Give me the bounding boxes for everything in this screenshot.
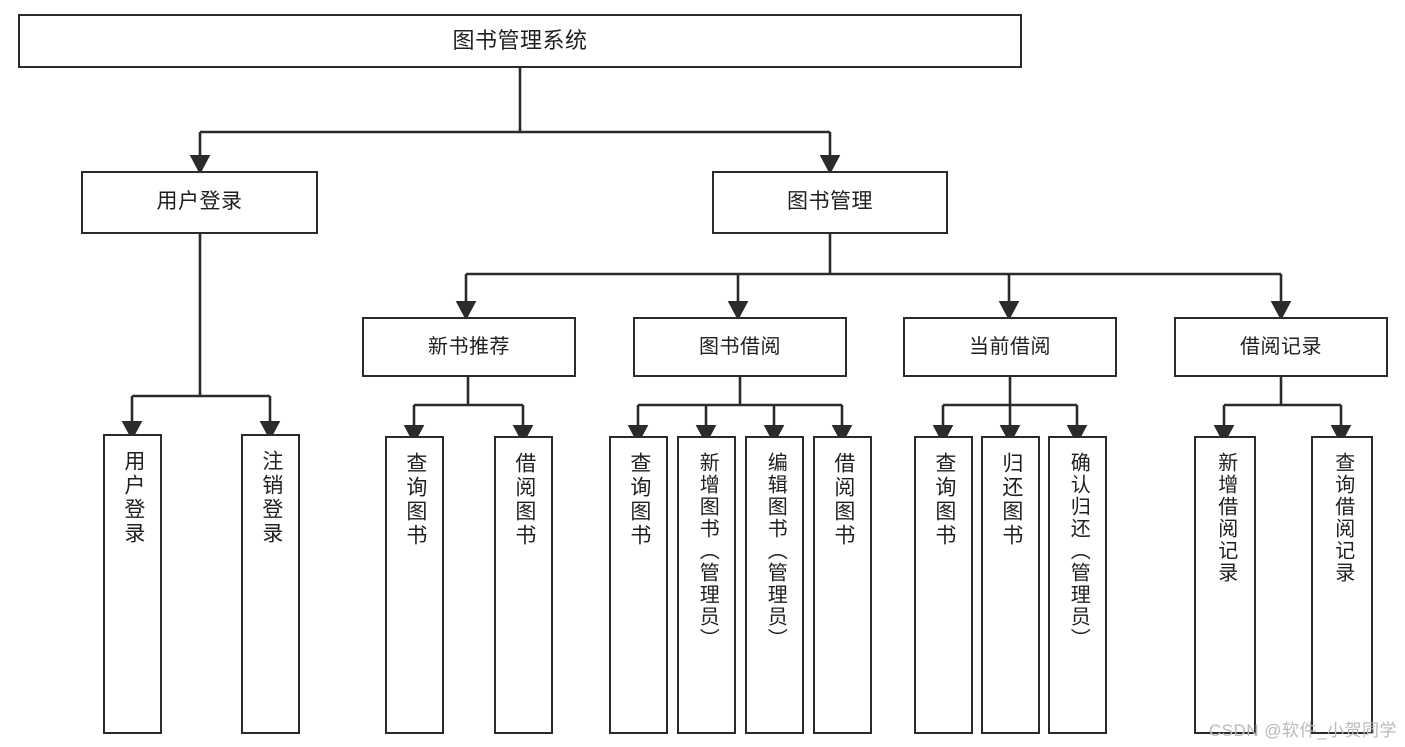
node-leaf-add-borrow-record[interactable]: 新增借阅记录: [1194, 436, 1256, 734]
node-leaf-user-login[interactable]: 用户登录: [103, 434, 162, 734]
node-new-book-recommend[interactable]: 新书推荐: [362, 317, 576, 377]
node-label: 编辑图书（管理员）: [764, 452, 787, 650]
node-label: 图书管理: [787, 190, 873, 214]
node-label: 用户登录: [121, 450, 145, 546]
node-label: 借阅图书: [512, 452, 536, 548]
node-label: 查询图书: [403, 452, 427, 548]
node-label: 注销登录: [259, 450, 283, 546]
node-label: 查询图书: [627, 452, 651, 548]
node-root-system[interactable]: 图书管理系统: [18, 14, 1022, 68]
node-user-login[interactable]: 用户登录: [81, 171, 318, 234]
node-label: 新增图书（管理员）: [696, 452, 719, 650]
node-leaf-add-book[interactable]: 新增图书（管理员）: [677, 436, 736, 734]
node-label: 借阅图书: [831, 452, 855, 548]
node-label: 借阅记录: [1240, 335, 1322, 358]
node-label: 图书借阅: [699, 335, 781, 358]
node-leaf-query-borrow-record[interactable]: 查询借阅记录: [1311, 436, 1373, 734]
node-current-borrow[interactable]: 当前借阅: [903, 317, 1117, 377]
node-leaf-confirm-return[interactable]: 确认归还（管理员）: [1048, 436, 1107, 734]
node-label: 新书推荐: [428, 335, 510, 358]
node-leaf-edit-book[interactable]: 编辑图书（管理员）: [745, 436, 804, 734]
node-book-management[interactable]: 图书管理: [712, 171, 948, 234]
node-leaf-borrow-book-recommend[interactable]: 借阅图书: [494, 436, 553, 734]
node-label: 归还图书: [999, 452, 1023, 548]
node-borrow-record[interactable]: 借阅记录: [1174, 317, 1388, 377]
node-label: 新增借阅记录: [1214, 452, 1237, 584]
node-leaf-query-book-borrow[interactable]: 查询图书: [609, 436, 668, 734]
node-label: 查询借阅记录: [1331, 452, 1354, 584]
node-label: 确认归还（管理员）: [1067, 452, 1090, 650]
node-leaf-user-logout[interactable]: 注销登录: [241, 434, 300, 734]
node-book-borrow[interactable]: 图书借阅: [633, 317, 847, 377]
node-label: 查询图书: [932, 452, 956, 548]
node-leaf-borrow-book[interactable]: 借阅图书: [813, 436, 872, 734]
csdn-watermark: CSDN @软件_小贺同学: [1208, 721, 1397, 740]
node-label: 用户登录: [156, 190, 243, 214]
node-leaf-query-book-recommend[interactable]: 查询图书: [385, 436, 444, 734]
node-label: 当前借阅: [969, 335, 1051, 358]
node-leaf-query-book-current[interactable]: 查询图书: [914, 436, 973, 734]
node-leaf-return-book[interactable]: 归还图书: [981, 436, 1040, 734]
node-label: 图书管理系统: [452, 28, 588, 54]
